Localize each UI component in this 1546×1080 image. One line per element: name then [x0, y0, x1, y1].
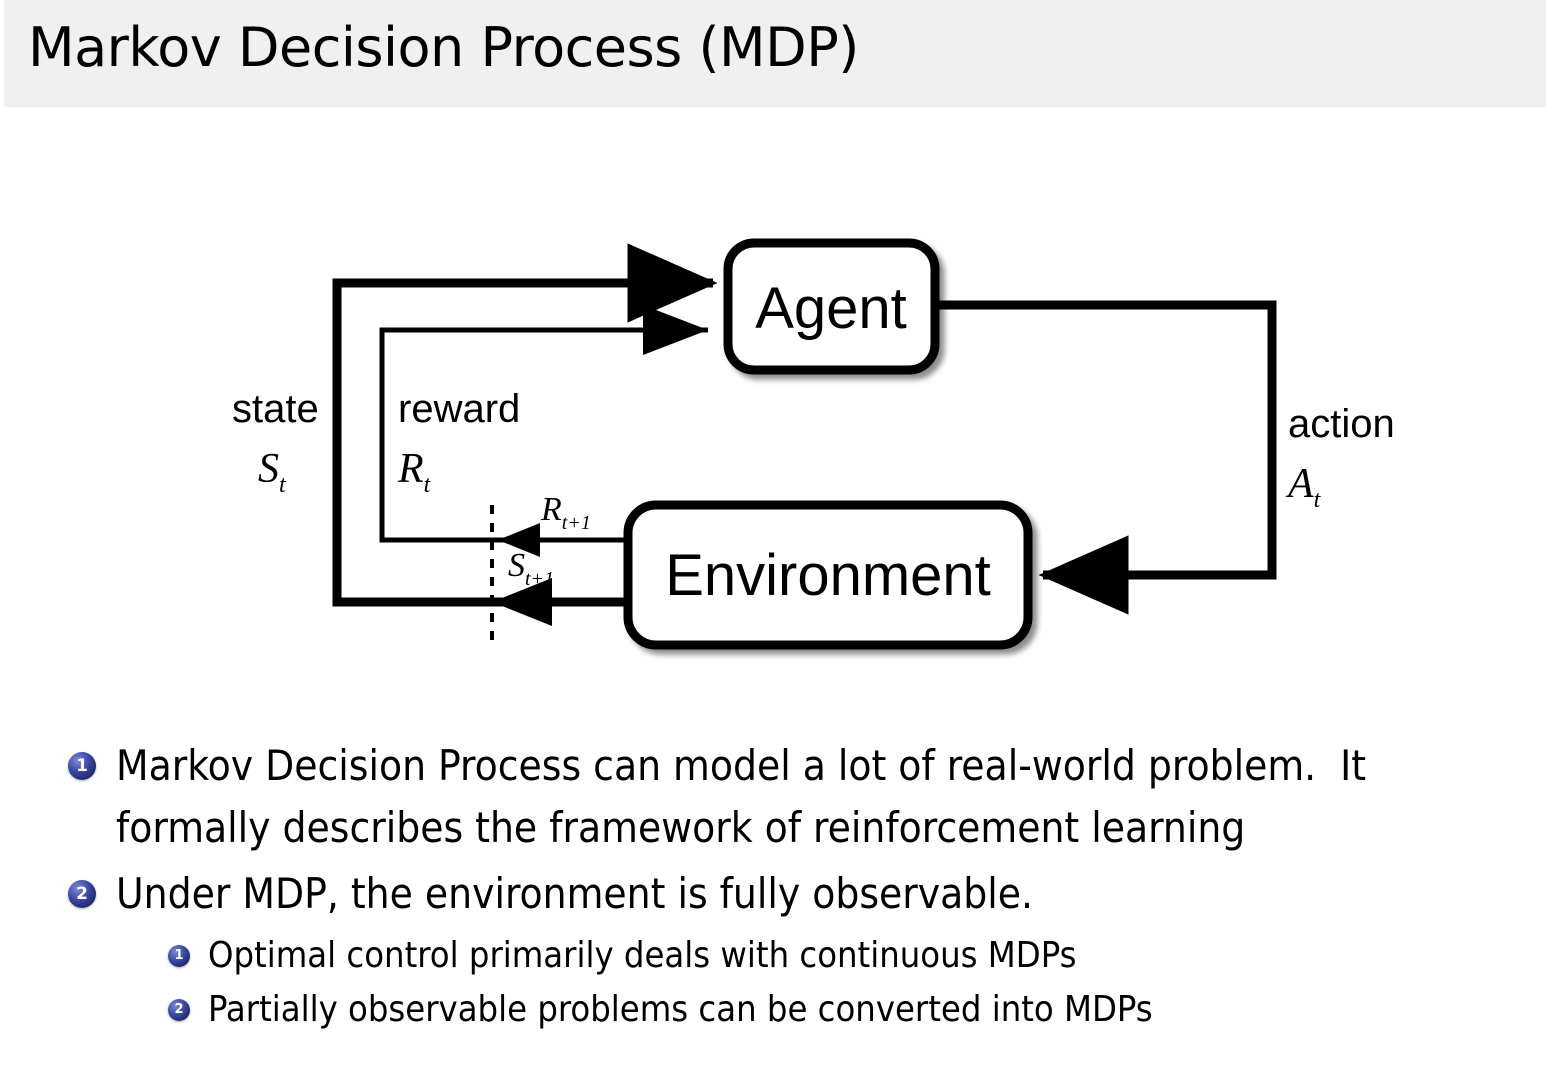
sub-bullet-marker-1: 1 — [168, 945, 190, 967]
label-reward-symbol: Rt — [397, 446, 432, 498]
slide-header-bar: Markov Decision Process (MDP) — [0, 0, 1546, 107]
label-action-word: action — [1288, 402, 1395, 446]
edge-action-path — [935, 300, 1277, 615]
list-item: 1 Markov Decision Process can model a lo… — [0, 735, 1546, 859]
bullet-line: Partially observable problems can be con… — [208, 989, 1153, 1030]
label-state: state St — [232, 387, 319, 498]
arrowhead-next-reward — [498, 523, 540, 557]
label-next-reward: Rt+1 — [540, 491, 591, 534]
label-state-word: state — [232, 387, 319, 431]
bullet-line: Markov Decision Process can model a lot … — [116, 741, 1367, 790]
page-title: Markov Decision Process (MDP) — [28, 16, 859, 79]
bullet-line: formally describes the framework of rein… — [116, 803, 1246, 852]
sub-bullet-text-1: Optimal control primarily deals with con… — [208, 929, 1076, 983]
label-next-state-symbol: St+1 — [508, 547, 554, 590]
list-item: 1 Optimal control primarily deals with c… — [0, 929, 1546, 983]
label-reward: reward Rt — [397, 387, 520, 498]
label-reward-word: reward — [398, 387, 520, 431]
sub-bullet-marker-2: 2 — [168, 999, 190, 1021]
label-action: action At — [1285, 402, 1395, 513]
label-next-state: St+1 — [508, 547, 554, 590]
bullet-marker-2: 2 — [68, 880, 96, 908]
arrowhead-next-state — [492, 578, 552, 626]
bullet-list: 1 Markov Decision Process can model a lo… — [0, 735, 1546, 1037]
bullet-text-2: Under MDP, the environment is fully obse… — [116, 863, 1033, 925]
bullet-text-1: Markov Decision Process can model a lot … — [116, 735, 1366, 859]
bullet-line: Optimal control primarily deals with con… — [208, 935, 1077, 976]
environment-node-label: Environment — [665, 543, 991, 608]
edge-state-path — [332, 243, 718, 607]
bullet-line: Under MDP, the environment is fully obse… — [116, 869, 1034, 918]
label-next-reward-symbol: Rt+1 — [540, 491, 591, 534]
label-action-symbol: At — [1285, 461, 1322, 513]
list-item: 2 Partially observable problems can be c… — [0, 983, 1546, 1037]
list-item: 2 Under MDP, the environment is fully ob… — [0, 863, 1546, 925]
agent-node-label: Agent — [755, 276, 907, 341]
label-state-symbol: St — [258, 446, 287, 498]
mdp-agent-environment-diagram: Agent Environment state St reward Rt act… — [0, 110, 1546, 720]
header-left-accent-strip — [0, 0, 4, 107]
environment-node: Environment — [623, 500, 1033, 650]
agent-node: Agent — [723, 238, 940, 375]
sub-bullet-text-2: Partially observable problems can be con… — [208, 983, 1153, 1037]
bullet-marker-1: 1 — [68, 752, 96, 780]
